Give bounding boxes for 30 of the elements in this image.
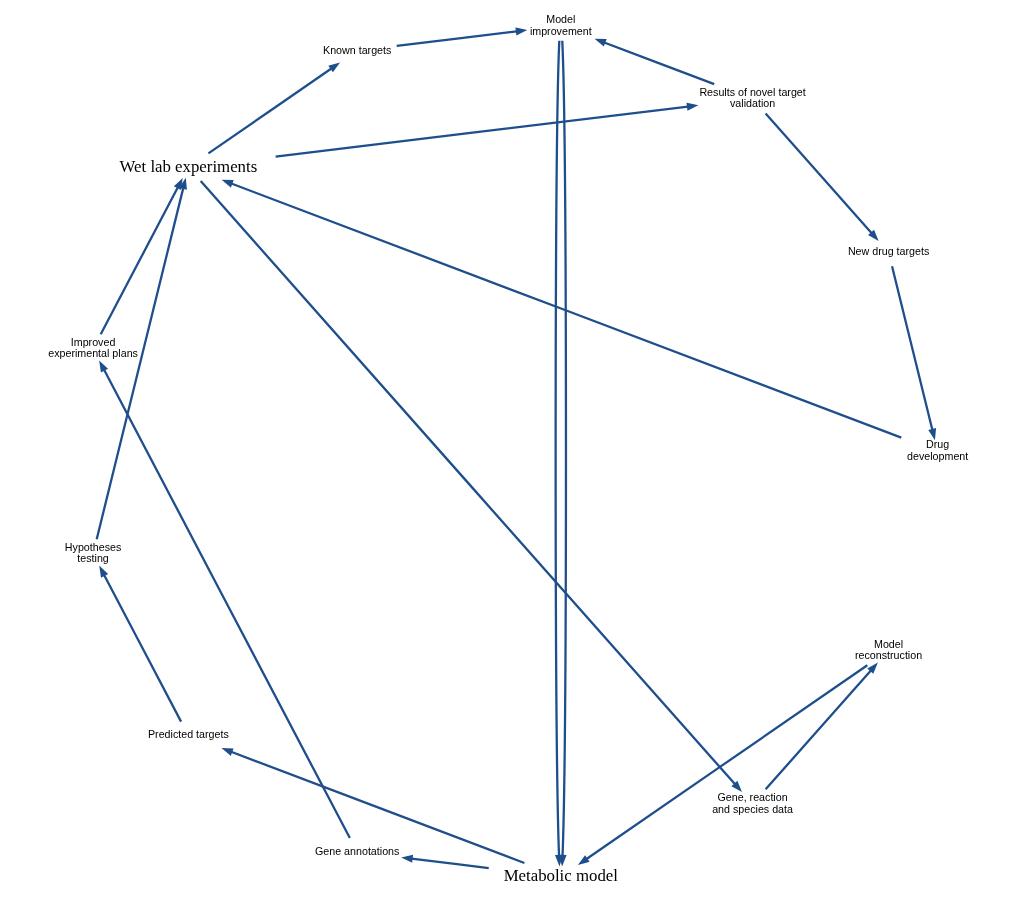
arrow (594, 38, 715, 86)
node-text: Hypotheses testing (64, 541, 121, 565)
node-text: Gene annotations (314, 844, 399, 857)
arrow (554, 40, 563, 867)
arrow (577, 664, 868, 865)
arrow (98, 360, 351, 839)
arrow (95, 177, 187, 540)
node-text: Improved experimental plans (47, 335, 138, 360)
node-text: Wet lab experiments (119, 156, 257, 176)
node-text: New drug targets (847, 245, 929, 258)
arrow (199, 180, 742, 793)
node-text: Known targets (322, 43, 391, 56)
arrow (764, 662, 878, 791)
arrow (400, 854, 489, 870)
arrow (99, 178, 183, 335)
arrow (220, 748, 525, 865)
arrow (221, 179, 902, 439)
arrow (396, 27, 527, 48)
node-text: Drug development (906, 438, 968, 462)
node-text: Results of novel target validation (698, 85, 806, 110)
node-text: Model improvement (529, 13, 592, 37)
arrow (207, 62, 340, 155)
arrow (98, 565, 182, 723)
arrow (275, 102, 698, 158)
node-text: Model reconstruction (854, 637, 922, 662)
node-text: Gene, reaction and species data (711, 791, 793, 815)
arrow (890, 265, 936, 441)
arrow (764, 112, 879, 242)
node-text: Predicted targets (147, 728, 229, 741)
node-text: Metabolic model (503, 866, 618, 886)
